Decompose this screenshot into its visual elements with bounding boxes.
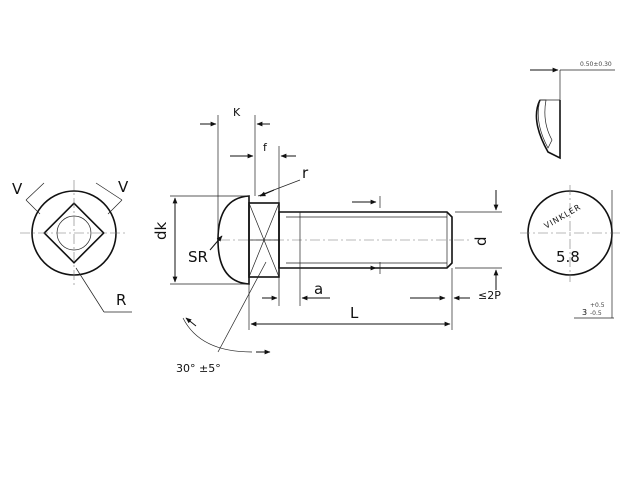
square-neck — [43, 202, 105, 264]
corner-radius-label: R — [116, 291, 126, 309]
length-label: L — [350, 304, 359, 322]
neck-angle-label: 30° ±5° — [176, 362, 221, 375]
sr-arrow — [209, 235, 223, 251]
v-mark-left: V — [12, 180, 23, 198]
brand-marking: VINKLER — [543, 202, 583, 230]
angle-leg-1 — [217, 261, 267, 353]
head-height-label: K — [233, 106, 241, 119]
head-profile — [535, 99, 561, 160]
v-extension-right-2 — [107, 199, 123, 215]
angle-arc — [182, 317, 253, 353]
mark-depth-value: 3 — [582, 308, 587, 317]
head-profile-detail: 0.50±0.30 — [530, 61, 615, 160]
thread-runout-label: a — [314, 280, 323, 298]
end-view: V V R — [12, 178, 132, 313]
v-extension-left-2 — [25, 199, 41, 215]
neck-diag-2 — [248, 202, 280, 278]
head-profile-hatch — [537, 99, 553, 149]
mark-depth-upper: +0.5 — [590, 302, 605, 309]
v-mark-right: V — [118, 178, 129, 196]
fillet-radius-label: r — [302, 164, 309, 182]
pitch-tolerance-label: ≤2P — [478, 289, 501, 302]
property-class-marking: 5.8 — [556, 248, 580, 266]
thread-diameter-label: d — [472, 236, 490, 246]
head-radius-label: SR — [188, 248, 208, 266]
side-view: K f r dk SR d a ≤2P — [152, 106, 502, 375]
r-leader — [75, 267, 105, 313]
mark-depth-lower: -0.5 — [590, 310, 602, 317]
r-arrow — [259, 189, 275, 197]
angle-arrow-left — [185, 317, 197, 327]
v-extension-right — [95, 182, 123, 201]
v-extension-left — [25, 182, 45, 201]
head-diameter-label: dk — [152, 221, 170, 240]
head-top-view: VINKLER 5.8 3 +0.5 -0.5 — [520, 185, 620, 319]
edge-tolerance-label: 0.50±0.30 — [580, 61, 612, 68]
neck-length-label: f — [263, 141, 268, 154]
